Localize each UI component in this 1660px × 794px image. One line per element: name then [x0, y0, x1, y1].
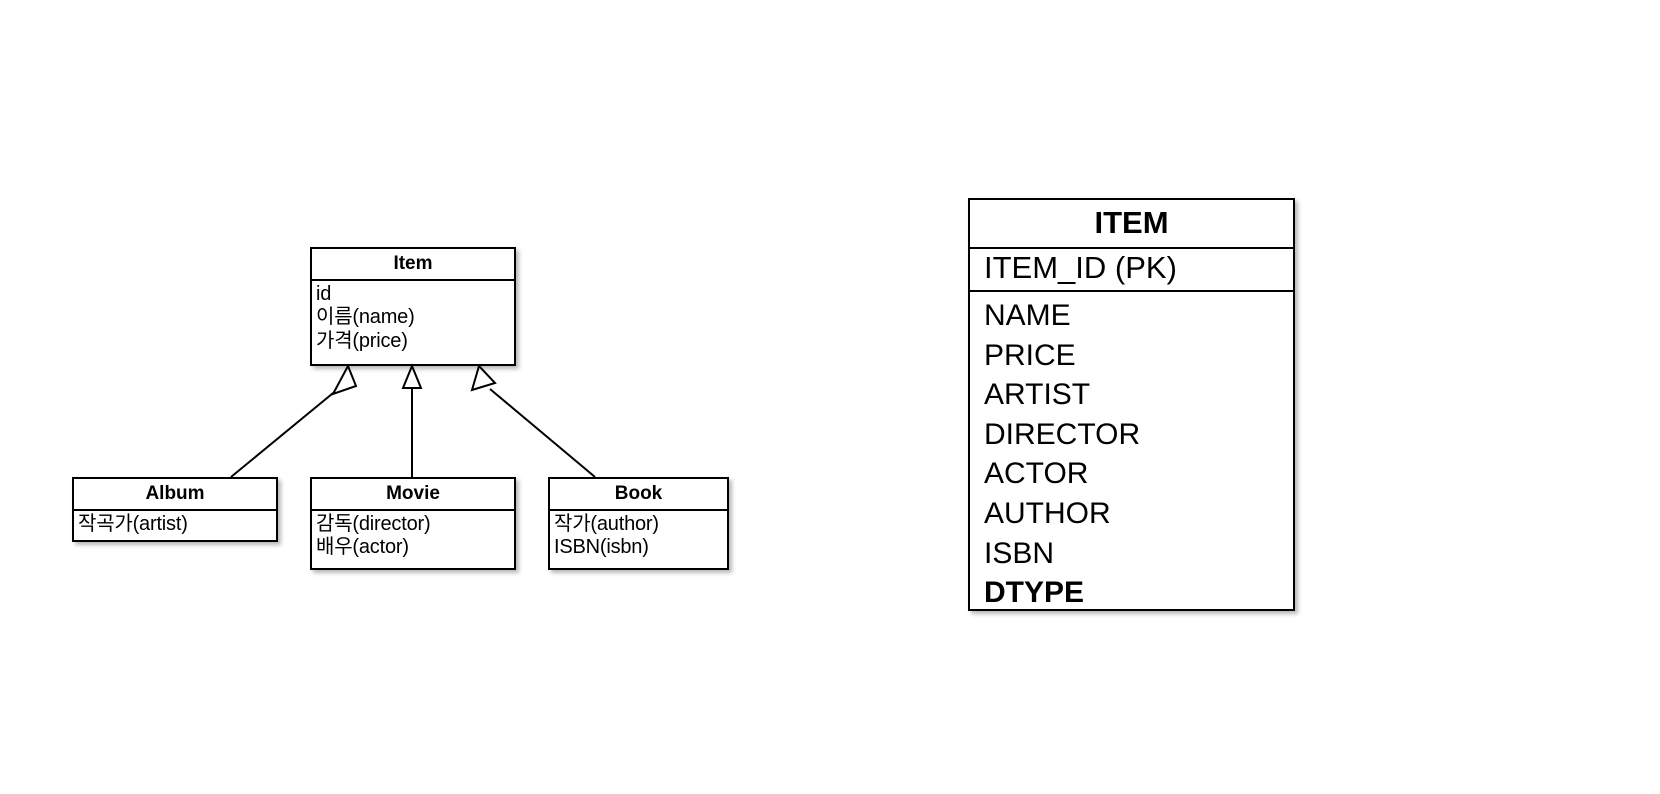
- class-box-book[interactable]: Book 작가(author) ISBN(isbn): [548, 477, 729, 570]
- class-attribute: 작가(author): [554, 513, 659, 535]
- erd-table-name: ITEM: [1094, 205, 1169, 240]
- class-attribute: ISBN(isbn): [554, 536, 649, 559]
- class-box-album[interactable]: Album 작곡가(artist): [72, 477, 278, 542]
- erd-column: AUTHOR: [984, 497, 1111, 531]
- erd-column: NAME: [984, 299, 1071, 333]
- class-attributes-item: id 이름(name) 가격(price): [312, 279, 514, 357]
- hollow-triangle-arrowhead-album: [330, 363, 358, 396]
- erd-column: ACTOR: [984, 457, 1089, 491]
- class-name-item: Item: [393, 253, 433, 274]
- class-name-book: Book: [614, 483, 663, 504]
- erd-column: PRICE: [984, 338, 1076, 372]
- class-attribute: id: [316, 283, 332, 305]
- class-attributes-movie: 감독(director) 배우(actor): [312, 509, 514, 564]
- class-name-movie: Movie: [386, 483, 440, 504]
- erd-primary-key-section: ITEM_ID (PK): [970, 247, 1293, 293]
- erd-column: ISBN: [984, 536, 1055, 570]
- erd-primary-key: ITEM_ID (PK): [984, 250, 1177, 285]
- erd-column: ARTIST: [984, 378, 1091, 412]
- hollow-triangle-arrowhead-movie: [401, 363, 423, 389]
- class-attribute: 가격(price): [316, 329, 408, 352]
- class-attributes-album: 작곡가(artist): [74, 509, 276, 540]
- class-name-album: Album: [145, 483, 205, 504]
- erd-column-discriminator: DTYPE: [984, 576, 1085, 610]
- class-box-movie[interactable]: Movie 감독(director) 배우(actor): [310, 477, 516, 570]
- erd-column: DIRECTOR: [984, 417, 1141, 451]
- class-attribute: 작곡가(artist): [78, 513, 188, 535]
- class-attribute: 배우(actor): [316, 536, 409, 559]
- class-box-item[interactable]: Item id 이름(name) 가격(price): [310, 247, 516, 366]
- erd-column-list: NAME PRICE ARTIST DIRECTOR ACTOR AUTHOR …: [970, 292, 1293, 613]
- edge-movie-to-item: [401, 363, 423, 477]
- class-attribute: 감독(director): [316, 513, 431, 535]
- edge-book-to-item: [470, 364, 596, 478]
- hollow-triangle-arrowhead-book: [470, 364, 497, 392]
- edge-album-to-item: [230, 363, 358, 478]
- class-attributes-book: 작가(author) ISBN(isbn): [550, 509, 727, 564]
- erd-table-item[interactable]: ITEM ITEM_ID (PK) NAME PRICE ARTIST DIRE…: [968, 198, 1295, 611]
- class-attribute: 이름(name): [316, 306, 415, 329]
